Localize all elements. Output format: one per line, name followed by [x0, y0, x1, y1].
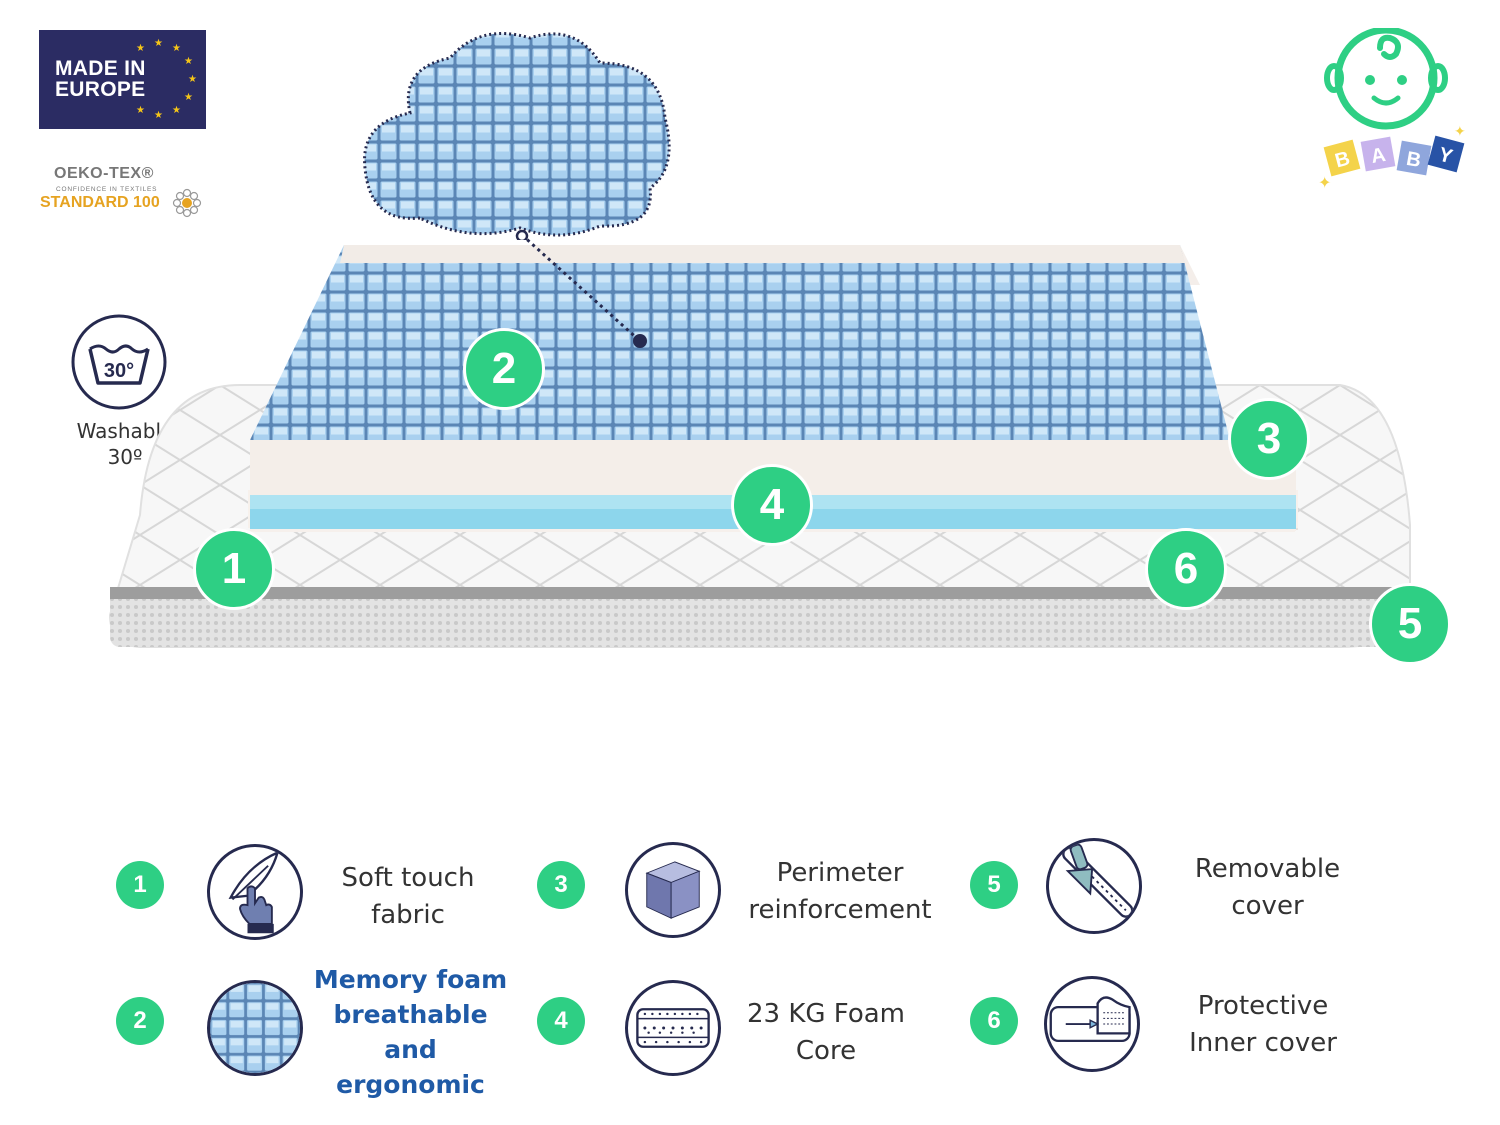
callout-5: 5	[1369, 583, 1451, 665]
hand-touch-feather-icon	[207, 844, 303, 940]
svg-text:★: ★	[172, 105, 181, 116]
svg-text:★: ★	[136, 105, 145, 116]
baby-letter-b1: B	[1333, 147, 1353, 172]
baby-letter-a: A	[1369, 144, 1387, 168]
feature-3-label: Perimeter reinforcement	[748, 858, 932, 925]
wash-temperature: 30°	[104, 360, 134, 382]
oeko-tex-tagline: CONFIDENCE IN TEXTILES	[56, 186, 158, 193]
feature-2-number: 2	[116, 997, 164, 1045]
feature-1-label: Soft touch fabric	[341, 863, 475, 930]
cube-icon	[625, 842, 721, 938]
washable-icon: 30°	[70, 313, 168, 411]
eu-stars-icon: ★★★ ★★★ ★★★	[136, 38, 197, 121]
svg-text:✦: ✦	[1454, 124, 1466, 140]
svg-text:★: ★	[154, 38, 163, 49]
feature-6-label: Protective Inner cover	[1189, 991, 1337, 1058]
baby-letter-y: Y	[1436, 144, 1455, 169]
svg-text:★: ★	[184, 56, 193, 67]
callout-6: 6	[1145, 528, 1227, 610]
baby-letter-b2: B	[1405, 148, 1423, 172]
memory-foam-texture-icon	[207, 980, 303, 1076]
feature-4-number: 4	[537, 997, 585, 1045]
washable-label: Washable 30º	[76, 419, 174, 469]
feature-3-number: 3	[537, 861, 585, 909]
oeko-tex-badge: OEKO-TEX® CONFIDENCE IN TEXTILES STANDAR…	[40, 165, 215, 220]
zipper-icon	[1046, 838, 1142, 934]
baby-logo: B A B Y ✦ ✦	[1310, 26, 1472, 196]
callout-2: 2	[463, 328, 545, 410]
callout-4: 4	[731, 464, 813, 546]
svg-text:★: ★	[154, 110, 163, 121]
callout-3: 3	[1228, 398, 1310, 480]
feature-6-number: 6	[970, 997, 1018, 1045]
feature-1-number: 1	[116, 861, 164, 909]
callout-1: 1	[193, 528, 275, 610]
foam-core-icon	[625, 980, 721, 1076]
svg-text:★: ★	[172, 43, 181, 54]
made-in-europe-text: MADE IN EUROPE	[55, 57, 146, 101]
oeko-tex-standard: STANDARD 100	[40, 194, 160, 211]
svg-text:★: ★	[184, 92, 193, 103]
svg-text:★: ★	[136, 43, 145, 54]
inner-cover-icon	[1044, 976, 1140, 1072]
feature-2-label: Memory foam breathable and ergonomic	[313, 965, 508, 1099]
made-in-europe-badge: MADE IN EUROPE ★★★ ★★★ ★★★	[39, 30, 206, 129]
oeko-tex-title: OEKO-TEX®	[54, 165, 154, 182]
foam-zoom-cloud	[360, 28, 680, 243]
feature-5-label: Removable cover	[1194, 854, 1341, 921]
svg-text:✦: ✦	[1318, 173, 1331, 192]
oeko-tex-flower-icon	[172, 188, 202, 218]
feature-4-label: 23 KG Foam Core	[746, 999, 905, 1066]
feature-5-number: 5	[970, 861, 1018, 909]
svg-text:★: ★	[188, 74, 197, 85]
